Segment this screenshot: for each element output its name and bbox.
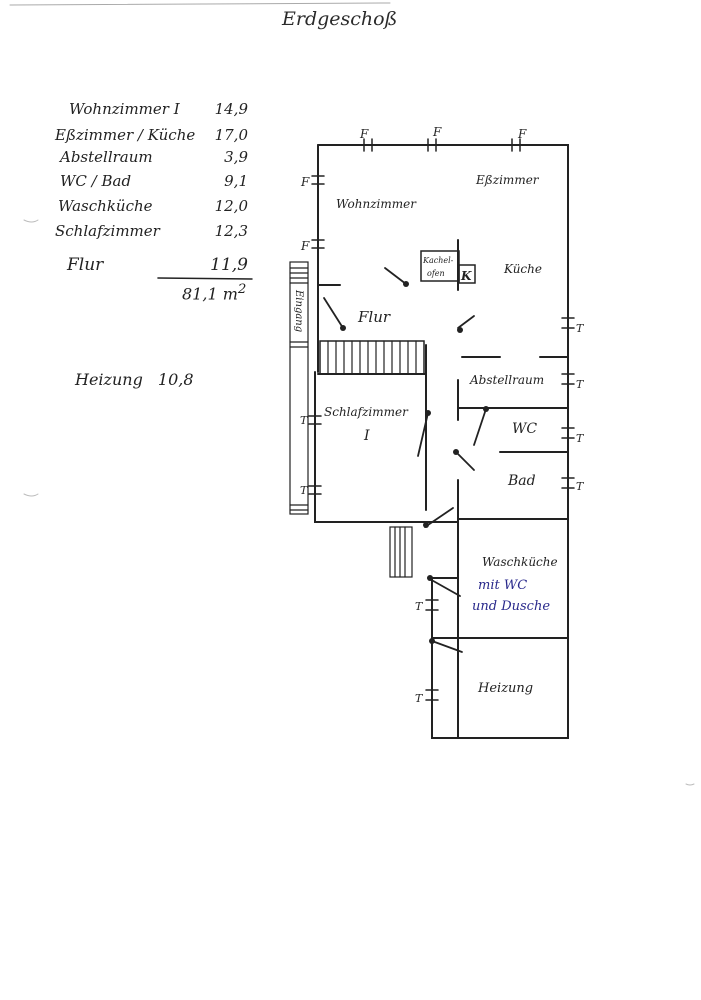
room-label-waschkueche: Waschküche: [482, 555, 558, 569]
rear-steps: [389, 526, 413, 578]
door-heizung: [431, 640, 463, 653]
window-label: F: [517, 127, 527, 141]
area-room-label: Schlafzimmer: [55, 222, 160, 240]
entrance-steps: [289, 267, 309, 511]
area-room-label: Wohnzimmer I: [69, 100, 180, 118]
pencil-stroke: [9, 2, 391, 6]
room-label-eingang: Eingang: [293, 289, 304, 332]
room-label-flur: Flur: [357, 308, 391, 326]
room-label-schlafzimmer: Schlafzimmer: [324, 405, 409, 419]
room-label-wc: WC: [512, 421, 537, 437]
room-label-bad: Bad: [507, 473, 536, 489]
area-total: 81,1 m2: [182, 282, 246, 303]
door-bad: [455, 451, 475, 471]
door-label: T: [300, 484, 309, 497]
window-marks: [308, 138, 575, 701]
kamin-label: K: [460, 269, 472, 283]
door-swings: [323, 267, 487, 653]
kachelofen-label-1: Kachel-: [422, 256, 454, 265]
staircase: [319, 340, 425, 375]
door-kitchen: [457, 315, 475, 329]
door-label: T: [415, 692, 424, 705]
area-room-label: Abstellraum: [60, 148, 153, 166]
area-value: 12,3: [214, 222, 248, 240]
door-label: T: [576, 432, 585, 445]
pencil-mark: [685, 783, 695, 786]
window-label: F: [300, 239, 310, 253]
door-label: T: [300, 414, 309, 427]
door-waschkueche: [427, 577, 461, 597]
exterior-wall-lower: [431, 519, 569, 739]
door-wohnzimmer: [384, 267, 407, 285]
area-room-label: Eßzimmer / Küche: [55, 126, 196, 144]
room-label-schlafzimmer-number: I: [363, 428, 370, 444]
staircase-steps: [327, 340, 417, 375]
room-note-und-dusche: und Dusche: [472, 599, 550, 614]
area-room-label: Waschküche: [58, 197, 153, 215]
exterior-wall-bedroom: [314, 371, 459, 523]
area-value: 11,9: [210, 255, 248, 275]
room-label-heizung: Heizung: [477, 681, 533, 696]
door-entrance: [323, 297, 344, 329]
area-value: 3,9: [224, 148, 248, 166]
room-note-mit-wc: mit WC: [478, 578, 527, 593]
area-total-exponent: 2: [237, 282, 247, 297]
exterior-wall-upper: [317, 144, 569, 521]
heizung-note-label: Heizung: [75, 370, 143, 389]
door-wc: [473, 408, 487, 446]
door-label: T: [576, 480, 585, 493]
area-value: 9,1: [224, 172, 248, 190]
area-room-label: Flur: [67, 255, 104, 275]
door-hinges: [340, 281, 489, 644]
door-bedroom: [417, 412, 429, 457]
door-bedroom-rear: [424, 507, 454, 528]
window-label: F: [300, 175, 310, 189]
room-label-esszimmer: Eßzimmer: [475, 173, 540, 187]
room-label-abstellraum: Abstellraum: [469, 373, 544, 387]
area-value: 17,0: [214, 126, 248, 144]
pencil-mark: [23, 219, 39, 223]
kachelofen-label-2: ofen: [427, 269, 445, 278]
heizung-note-value: 10,8: [157, 370, 194, 389]
area-total-value: 81,1: [182, 284, 218, 304]
area-total-unit: m: [222, 284, 238, 304]
door-label: T: [576, 322, 585, 335]
room-label-wohnzimmer: Wohnzimmer: [336, 197, 417, 211]
window-label: F: [432, 125, 442, 139]
plan-title: Erdgeschoß: [282, 8, 398, 30]
area-value: 12,0: [214, 197, 248, 215]
total-underline: [157, 277, 253, 280]
entrance-step-frame: [289, 261, 309, 515]
pencil-mark: [23, 493, 39, 497]
kamin: [458, 264, 476, 284]
area-room-label: WC / Bad: [60, 172, 132, 190]
door-label: T: [415, 600, 424, 613]
rear-step-lines: [394, 526, 406, 578]
heizung-note: Heizung 10,8: [75, 370, 194, 389]
window-label: F: [359, 127, 369, 141]
area-value: 14,9: [214, 100, 248, 118]
door-label: T: [576, 378, 585, 391]
room-label-kueche: Küche: [503, 262, 542, 276]
